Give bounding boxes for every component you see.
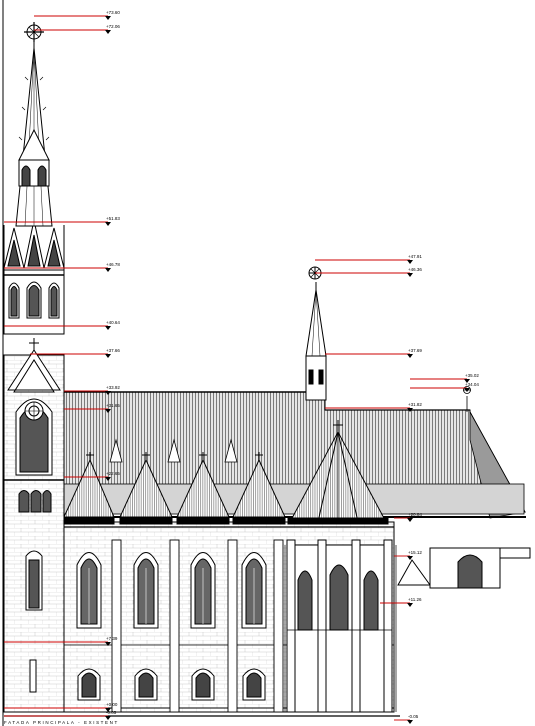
level-label: +40.64 — [106, 320, 120, 325]
level-label: +31.82 — [408, 402, 422, 407]
side-chapel-right — [397, 547, 531, 589]
level-marker-icon — [464, 388, 470, 392]
level-marker-icon — [105, 268, 111, 272]
apse-conical-roof — [287, 420, 389, 525]
level-marker-icon — [407, 354, 413, 358]
level-label: +37.66 — [106, 348, 120, 353]
level-marker-icon — [105, 642, 111, 646]
crossing-fleche — [305, 266, 327, 401]
level-marker-icon — [464, 379, 470, 383]
level-marker-icon — [407, 260, 413, 264]
level-marker-icon — [407, 556, 413, 560]
level-marker-icon — [105, 716, 111, 720]
level-marker-icon — [407, 603, 413, 607]
roof-gables — [63, 452, 286, 525]
level-marker-icon — [105, 409, 111, 413]
level-label: +37.69 — [408, 348, 422, 353]
level-label: +73.60 — [106, 10, 120, 15]
apse-choir — [284, 539, 397, 713]
drawing-title: FATADA PRINCIPALA - EXISTENT — [4, 720, 119, 725]
level-label: +34.04 — [465, 382, 479, 387]
level-marker-icon — [105, 354, 111, 358]
level-marker-icon — [105, 477, 111, 481]
level-label: +33.92 — [106, 385, 120, 390]
level-label: +20.84 — [408, 512, 422, 517]
level-marker-icon — [407, 518, 413, 522]
level-marker-icon — [105, 30, 111, 34]
level-label: +22.65 — [106, 471, 120, 476]
level-label: +47.91 — [408, 254, 422, 259]
bell-tower — [3, 22, 65, 713]
level-label: +11.26 — [408, 597, 422, 602]
level-marker-icon — [407, 273, 413, 277]
level-label: +7.39 — [106, 636, 118, 641]
level-label: +0.00 — [106, 702, 118, 707]
nave-windows-upper — [76, 552, 267, 629]
level-marker-icon — [105, 16, 111, 20]
nave-windows-lower — [77, 668, 266, 701]
level-label: -0.05 — [106, 710, 117, 715]
level-marker-icon — [105, 708, 111, 712]
level-label: +31.65 — [106, 403, 120, 408]
level-label: +35.02 — [465, 373, 479, 378]
level-marker-icon — [105, 326, 111, 330]
level-label: +46.78 — [106, 262, 120, 267]
level-marker-icon — [105, 391, 111, 395]
level-marker-icon — [407, 720, 413, 724]
level-label: +72.06 — [106, 24, 120, 29]
elevation-levels: +73.60 +72.06 +51.83 +46.78 +40.64 +37.66 +33.… — [4, 10, 479, 724]
level-marker-icon — [407, 408, 413, 412]
roof-dormers-small — [109, 438, 238, 463]
level-label: +51.83 — [106, 216, 120, 221]
level-label: +46.36 — [408, 267, 422, 272]
level-marker-icon — [105, 222, 111, 226]
level-label: +15.12 — [408, 550, 422, 555]
level-label: -0.05 — [408, 714, 419, 719]
